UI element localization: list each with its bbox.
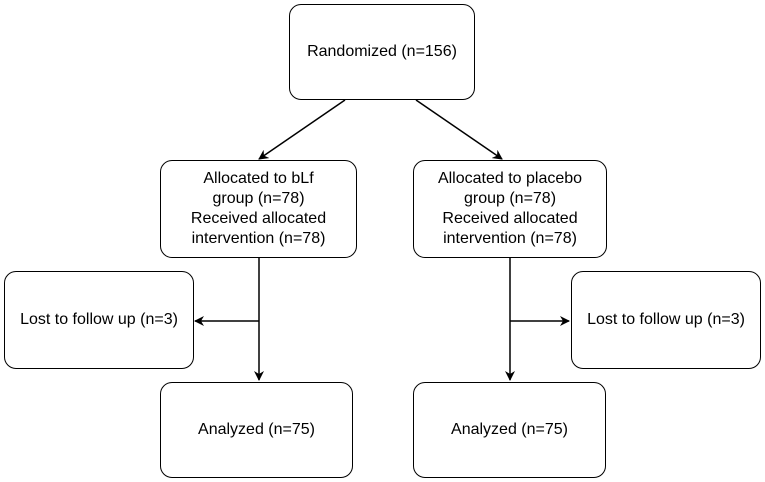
arrow-randomized-to-blf xyxy=(258,99,346,160)
blf-lost-to-follow-up-box: Lost to follow up (n=3) xyxy=(4,271,194,369)
placebo-analyzed-label: Analyzed (n=75) xyxy=(451,421,568,438)
arrow-randomized-to-placebo xyxy=(415,99,503,160)
placebo-allocation-line-2: group (n=78) xyxy=(463,190,557,207)
blf-allocation-line-2: group (n=78) xyxy=(212,190,305,207)
blf-analyzed-box: Analyzed (n=75) xyxy=(160,382,353,478)
placebo-lost-to-follow-up-label: Lost to follow up (n=3) xyxy=(587,311,745,328)
randomized-label: Randomized (n=156) xyxy=(307,43,457,60)
placebo-allocation-line-1: Allocated to placebo xyxy=(437,170,583,187)
placebo-lost-to-follow-up-box: Lost to follow up (n=3) xyxy=(571,271,761,369)
blf-lost-to-follow-up-label: Lost to follow up (n=3) xyxy=(20,311,178,328)
blf-allocation-line-3: Received allocated xyxy=(190,210,327,227)
randomized-box: Randomized (n=156) xyxy=(289,4,475,100)
placebo-allocation-line-3: Received allocated xyxy=(442,210,578,227)
placebo-analyzed-box: Analyzed (n=75) xyxy=(413,382,606,478)
placebo-allocation-box: Allocated to placebo group (n=78) Receiv… xyxy=(413,160,607,258)
blf-analyzed-label: Analyzed (n=75) xyxy=(198,421,315,438)
blf-allocation-box: Allocated to bLf group (n=78) Received a… xyxy=(160,160,357,258)
blf-allocation-line-1: Allocated to bLf xyxy=(203,170,314,187)
blf-allocation-line-4: intervention (n=78) xyxy=(191,230,326,247)
placebo-allocation-line-4: intervention (n=78) xyxy=(443,230,577,247)
